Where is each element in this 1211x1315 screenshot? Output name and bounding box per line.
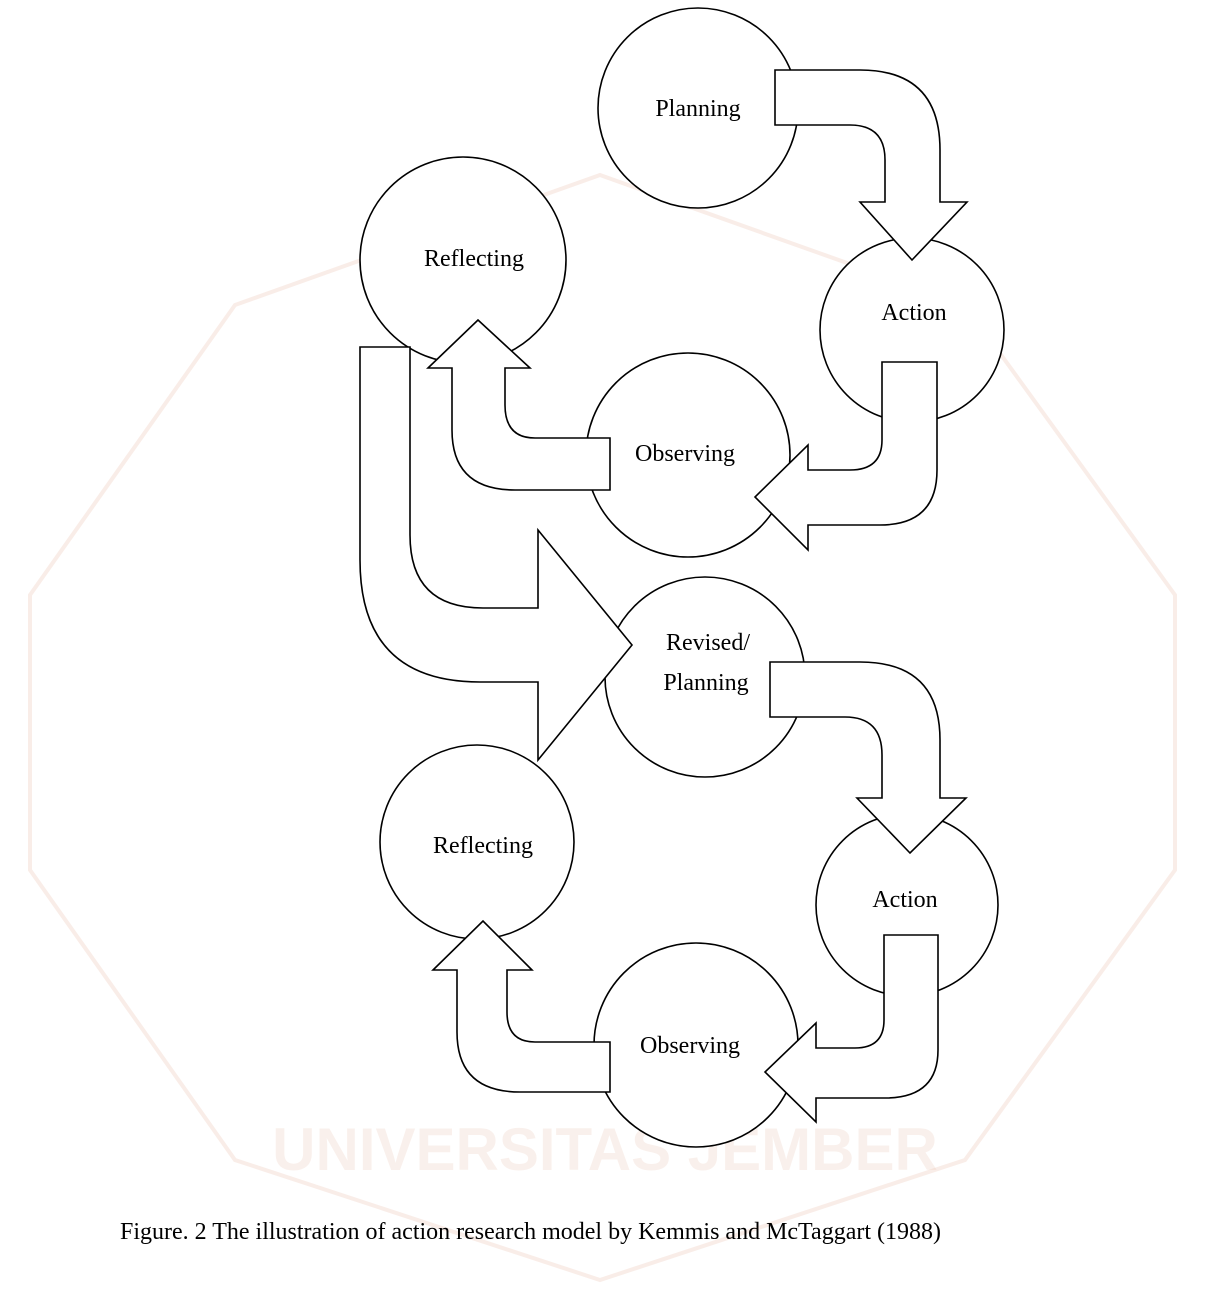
arrow-action-2-to-observing-2 [763, 934, 939, 1124]
watermark-seal-outline [28, 172, 1177, 1283]
arrow-observing-to-reflecting [426, 318, 611, 491]
label-action-1: Action [881, 300, 946, 326]
label-reflecting-2: Reflecting [433, 833, 533, 859]
arrow-action-to-observing [753, 361, 938, 552]
arrow-observing-2-to-reflecting-2 [431, 919, 611, 1093]
watermark: UNIVERSITAS JEMBER [28, 172, 1177, 1283]
arrow-revised-planning-to-action [769, 661, 968, 855]
arrow-planning-to-action [774, 69, 969, 262]
label-reflecting-1: Reflecting [424, 246, 524, 272]
label-planning: Planning [655, 96, 740, 122]
figure-caption: Figure. 2 The illustration of action res… [120, 1219, 941, 1245]
label-action-2: Action [872, 887, 937, 913]
label-observing-1: Observing [635, 441, 735, 467]
label-revised-planning-line2: Planning [663, 670, 748, 696]
watermark-text: UNIVERSITAS JEMBER [272, 1116, 938, 1183]
arrow-reflecting-to-revised-planning [359, 346, 634, 763]
label-observing-2: Observing [640, 1033, 740, 1059]
label-revised-planning-line1: Revised/ [666, 630, 750, 656]
